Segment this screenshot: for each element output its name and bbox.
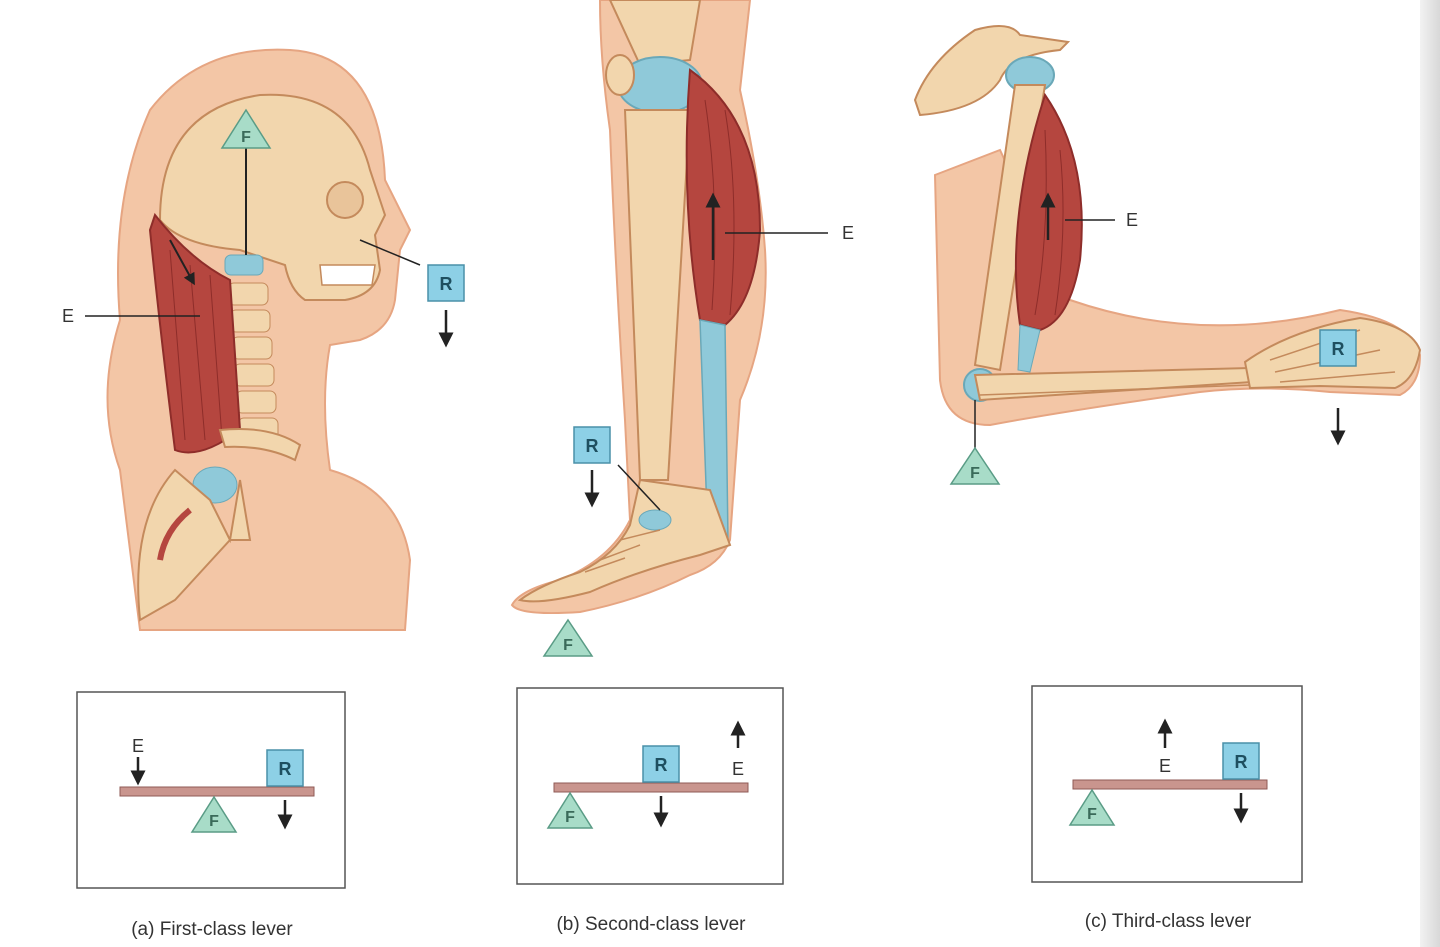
schematic-a-fulcrum-label: F bbox=[209, 813, 219, 830]
calf-muscle bbox=[685, 68, 762, 327]
clavicle bbox=[218, 428, 302, 462]
head-fulcrum-label: F bbox=[241, 129, 251, 146]
caption-second-class: (b) Second-class lever bbox=[556, 914, 746, 935]
arm-fulcrum-marker: F bbox=[949, 400, 1001, 485]
leg-fulcrum-marker: F bbox=[542, 618, 594, 657]
biceps-tendon bbox=[1017, 324, 1041, 373]
lever-bar-b bbox=[553, 782, 749, 793]
head-resistance-label: R bbox=[440, 274, 453, 294]
page-edge-strip bbox=[1420, 0, 1440, 947]
schematic-b-fulcrum-label: F bbox=[565, 809, 575, 826]
scapula bbox=[137, 468, 252, 622]
head-effort-arrow bbox=[169, 239, 195, 286]
schematic-first-class: F E R bbox=[76, 691, 346, 889]
leg-effort-marker: E bbox=[705, 192, 854, 260]
arm-fulcrum-label: F bbox=[970, 465, 980, 482]
skull bbox=[158, 93, 387, 301]
leg-foot-illustration bbox=[510, 0, 767, 615]
schematic-c-resistance-label: R bbox=[1235, 752, 1248, 772]
leg-resistance-marker: R bbox=[573, 426, 661, 511]
head-neck-illustration bbox=[106, 48, 412, 631]
foot-bones bbox=[517, 478, 732, 603]
femur bbox=[608, 0, 702, 67]
cervical-spine bbox=[224, 254, 279, 441]
schematic-third-class: F E R bbox=[1031, 685, 1303, 883]
head-effort-marker: E bbox=[62, 239, 200, 326]
schematic-a-resistance-label: R bbox=[279, 759, 292, 779]
neck-extensor-muscle bbox=[148, 212, 242, 454]
arm-effort-marker: E bbox=[1040, 192, 1138, 240]
leg-effort-label: E bbox=[842, 223, 854, 243]
leg-fulcrum-label: F bbox=[563, 637, 573, 654]
schematic-second-class: F R E bbox=[516, 687, 784, 885]
schematic-a-effort-label: E bbox=[132, 736, 144, 756]
caption-third-class: (c) Third-class lever bbox=[1085, 911, 1252, 932]
head-effort-label: E bbox=[62, 306, 74, 326]
head-fulcrum-marker: F bbox=[220, 108, 272, 255]
schematic-b-resistance-label: R bbox=[655, 755, 668, 775]
arm-effort-label: E bbox=[1126, 210, 1138, 230]
schematic-b-effort-label: E bbox=[732, 759, 744, 779]
arm-illustration bbox=[913, 25, 1422, 427]
caption-first-class: (a) First-class lever bbox=[131, 919, 293, 940]
head-resistance-marker: R bbox=[359, 239, 465, 348]
schematic-c-fulcrum-label: F bbox=[1087, 806, 1097, 823]
leg-resistance-label: R bbox=[586, 436, 599, 456]
arm-resistance-marker: R bbox=[1319, 329, 1357, 446]
shoulder-bones bbox=[913, 25, 1071, 117]
schematic-c-effort-label: E bbox=[1159, 756, 1171, 776]
tibia bbox=[623, 109, 692, 481]
lever-bar-a bbox=[119, 786, 315, 797]
lever-bar-c bbox=[1072, 779, 1268, 790]
arm-resistance-label: R bbox=[1332, 339, 1345, 359]
